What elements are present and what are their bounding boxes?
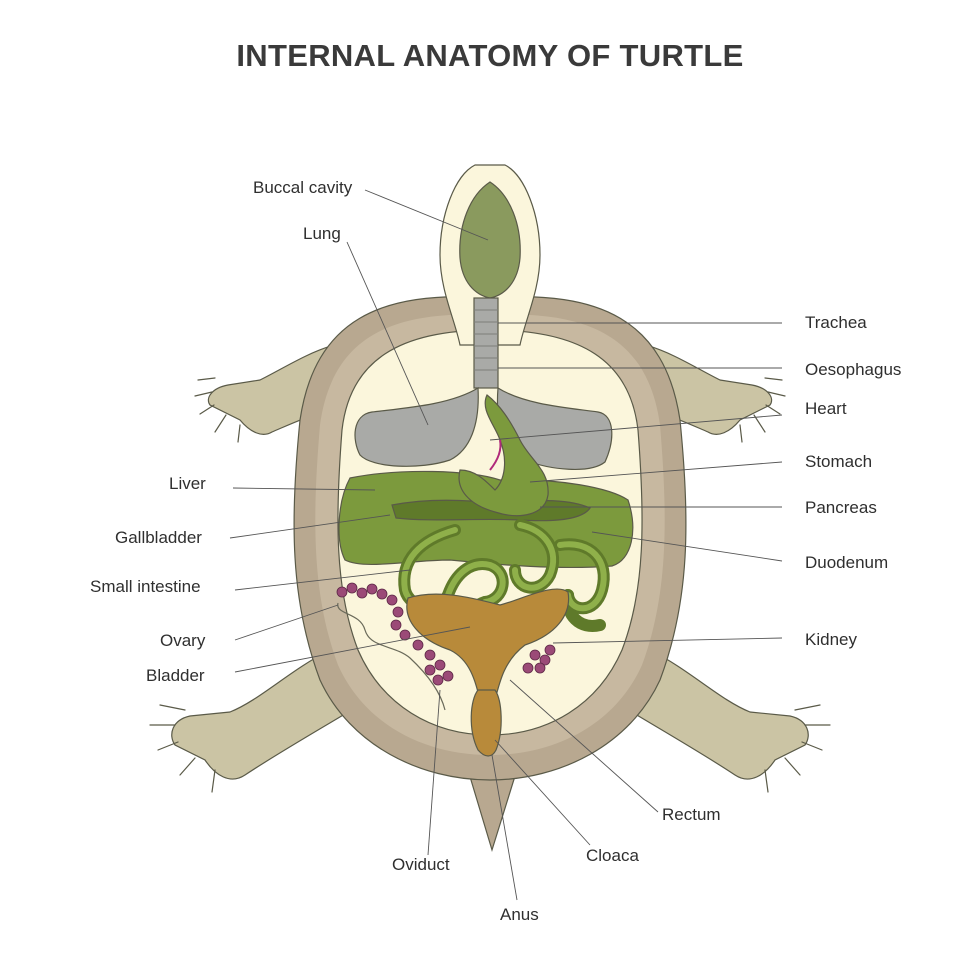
cloaca (470, 689, 502, 757)
leader-lines (229, 189, 783, 901)
label-oesophagus: Oesophagus (805, 360, 901, 379)
stomach (458, 394, 549, 517)
label-heart: Heart (805, 399, 847, 418)
bladder (406, 588, 570, 701)
heart (489, 439, 502, 471)
label-liver: Liver (169, 474, 206, 493)
trachea (473, 297, 499, 389)
label-stomach: Stomach (805, 452, 872, 471)
oviduct (337, 602, 446, 711)
lung (354, 386, 479, 467)
label-kidney: Kidney (805, 630, 857, 649)
label-gallbladder: Gallbladder (115, 528, 202, 547)
labels: Buccal cavity Lung Trachea Oesophagus He… (90, 178, 901, 924)
label-anus: Anus (500, 905, 539, 924)
label-pancreas: Pancreas (805, 498, 877, 517)
hind-left-limb (149, 649, 361, 793)
hind-right-limb (619, 649, 831, 793)
label-small-intestine: Small intestine (90, 577, 201, 596)
label-lung: Lung (303, 224, 341, 243)
label-ovary: Ovary (160, 631, 206, 650)
diagram-title: INTERNAL ANATOMY OF TURTLE (236, 38, 744, 73)
label-rectum: Rectum (662, 805, 721, 824)
label-bladder: Bladder (146, 666, 205, 685)
label-cloaca: Cloaca (586, 846, 639, 865)
label-duodenum: Duodenum (805, 553, 888, 572)
label-buccal-cavity: Buccal cavity (253, 178, 353, 197)
ovary (336, 582, 556, 686)
label-trachea: Trachea (805, 313, 867, 332)
label-oviduct: Oviduct (392, 855, 450, 874)
